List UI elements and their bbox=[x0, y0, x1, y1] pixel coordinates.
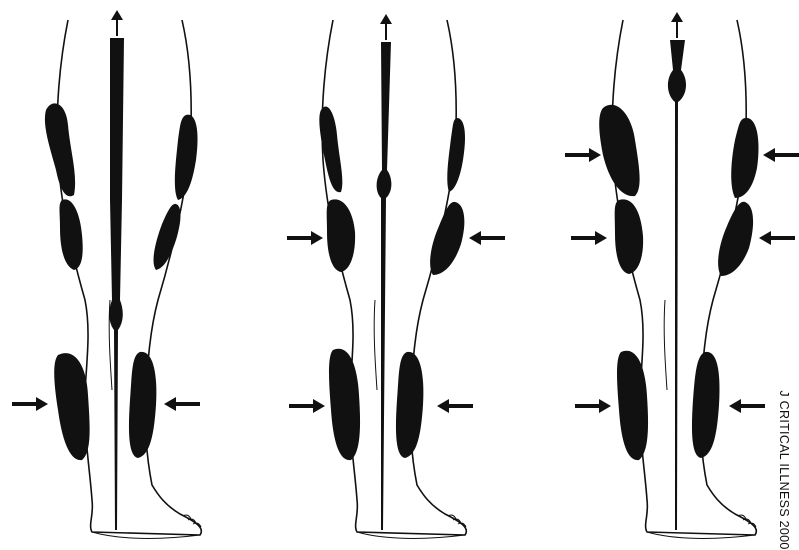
compression-arrow-icon bbox=[164, 397, 200, 411]
compression-arrow-icon bbox=[565, 148, 601, 162]
panel-stage-1 bbox=[12, 10, 201, 538]
panel-stage-3 bbox=[565, 12, 799, 538]
thigh-chamber-right bbox=[447, 118, 465, 192]
calf-chamber-right bbox=[129, 352, 156, 458]
knee-chamber-right bbox=[430, 202, 464, 275]
leg-outline bbox=[322, 20, 466, 538]
vein-column bbox=[377, 42, 392, 530]
thigh-chamber-right bbox=[731, 118, 758, 198]
compression-arrow-icon bbox=[763, 148, 799, 162]
calf-chamber-left bbox=[54, 353, 89, 460]
compression-arrow-icon bbox=[289, 399, 325, 413]
leg-outline bbox=[57, 20, 201, 538]
knee-chamber-right bbox=[154, 204, 181, 270]
knee-chamber-left bbox=[327, 199, 355, 272]
panel-stage-2 bbox=[287, 14, 505, 538]
compression-arrow-icon bbox=[12, 397, 48, 411]
calf-chamber-right bbox=[692, 352, 720, 458]
compression-arrow-icon bbox=[575, 399, 611, 413]
calf-chamber-left bbox=[617, 351, 648, 460]
knee-chamber-left bbox=[615, 199, 643, 274]
compression-arrow-icon bbox=[571, 231, 607, 245]
compression-arrow-icon bbox=[287, 231, 323, 245]
flow-arrow-icon bbox=[380, 14, 392, 40]
knee-chamber-right bbox=[718, 202, 753, 276]
journal-credit: J CRITICAL ILLNESS 2000 bbox=[777, 390, 791, 549]
calf-chamber-left bbox=[329, 349, 360, 460]
knee-chamber-left bbox=[60, 199, 83, 270]
leg-outline bbox=[612, 20, 756, 538]
flow-arrow-icon bbox=[111, 10, 123, 36]
vein-column bbox=[109, 38, 124, 530]
calf-chamber-right bbox=[396, 352, 423, 458]
thigh-chamber-left bbox=[599, 105, 639, 196]
compression-arrow-icon bbox=[729, 399, 765, 413]
thigh-chamber-right bbox=[175, 115, 198, 200]
compression-arrow-icon bbox=[437, 399, 473, 413]
flow-arrow-icon bbox=[671, 12, 683, 38]
vein-column bbox=[668, 40, 686, 530]
compression-arrow-icon bbox=[469, 231, 505, 245]
compression-arrow-icon bbox=[759, 231, 795, 245]
thigh-chamber-left bbox=[45, 103, 75, 196]
